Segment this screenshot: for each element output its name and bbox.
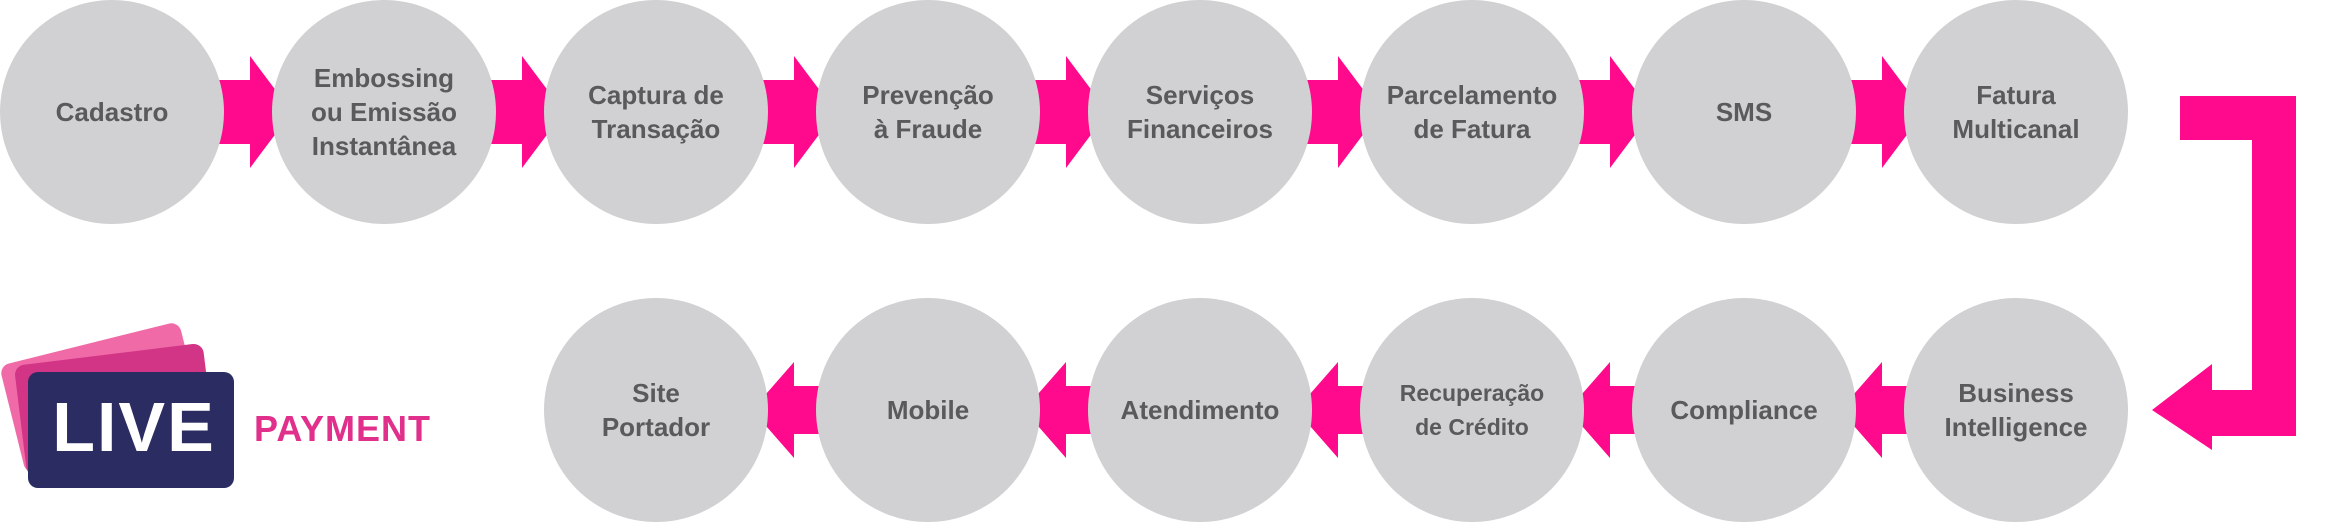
step-label: Business Intelligence [1944, 378, 2088, 442]
step-site-portador: Site Portador [544, 298, 768, 522]
step-mobile: Mobile [816, 298, 1040, 522]
step-label: Cadastro [55, 97, 169, 127]
step-label: Captura de Transação [588, 80, 724, 144]
step-label: SMS [1715, 97, 1773, 127]
step-label: Compliance [1670, 395, 1818, 425]
step-fatura-multicanal: Fatura Multicanal [1904, 0, 2128, 224]
step-captura-transacao: Captura de Transação [544, 0, 768, 224]
step-sms: SMS [1632, 0, 1856, 224]
arrow-right-6 [1560, 56, 1652, 168]
arrow-right-2 [472, 56, 564, 168]
step-atendimento: Atendimento [1088, 298, 1312, 522]
arrow-loop [2152, 96, 2296, 450]
step-label: Atendimento [1120, 395, 1280, 425]
step-label: Mobile [886, 395, 970, 425]
arrow-right-4 [1016, 56, 1108, 168]
step-label: Site Portador [601, 378, 711, 442]
step-cadastro: Cadastro [0, 0, 224, 224]
step-label: Serviços Financeiros [1127, 80, 1273, 144]
arrow-right-3 [744, 56, 836, 168]
step-prevencao-fraude: Prevenção à Fraude [816, 0, 1040, 224]
logo-live-text: LIVE [52, 388, 216, 466]
step-recuperacao-credito: Recuperação de Crédito [1360, 298, 1584, 522]
step-label: Parcelamento de Fatura [1386, 80, 1558, 144]
step-label: Embossing ou Emissão Instantânea [311, 63, 457, 161]
arrow-right-5 [1288, 56, 1380, 168]
step-label: Recuperação de Crédito [1399, 380, 1545, 440]
logo-cards-icon [1, 323, 234, 488]
step-servicos-financeiros: Serviços Financeiros [1088, 0, 1312, 224]
step-embossing: Embossing ou Emissão Instantânea [272, 0, 496, 224]
arrow-right-1 [200, 56, 292, 168]
step-business-intelligence: Business Intelligence [1904, 298, 2128, 522]
logo-payment-text: PAYMENT [254, 408, 432, 449]
live-payment-logo: LIVE PAYMENT [0, 322, 470, 502]
step-parcelamento-fatura: Parcelamento de Fatura [1360, 0, 1584, 224]
arrow-right-7 [1832, 56, 1924, 168]
step-compliance: Compliance [1632, 298, 1856, 522]
step-label: Prevenção à Fraude [862, 80, 994, 144]
step-label: Fatura Multicanal [1952, 80, 2080, 144]
